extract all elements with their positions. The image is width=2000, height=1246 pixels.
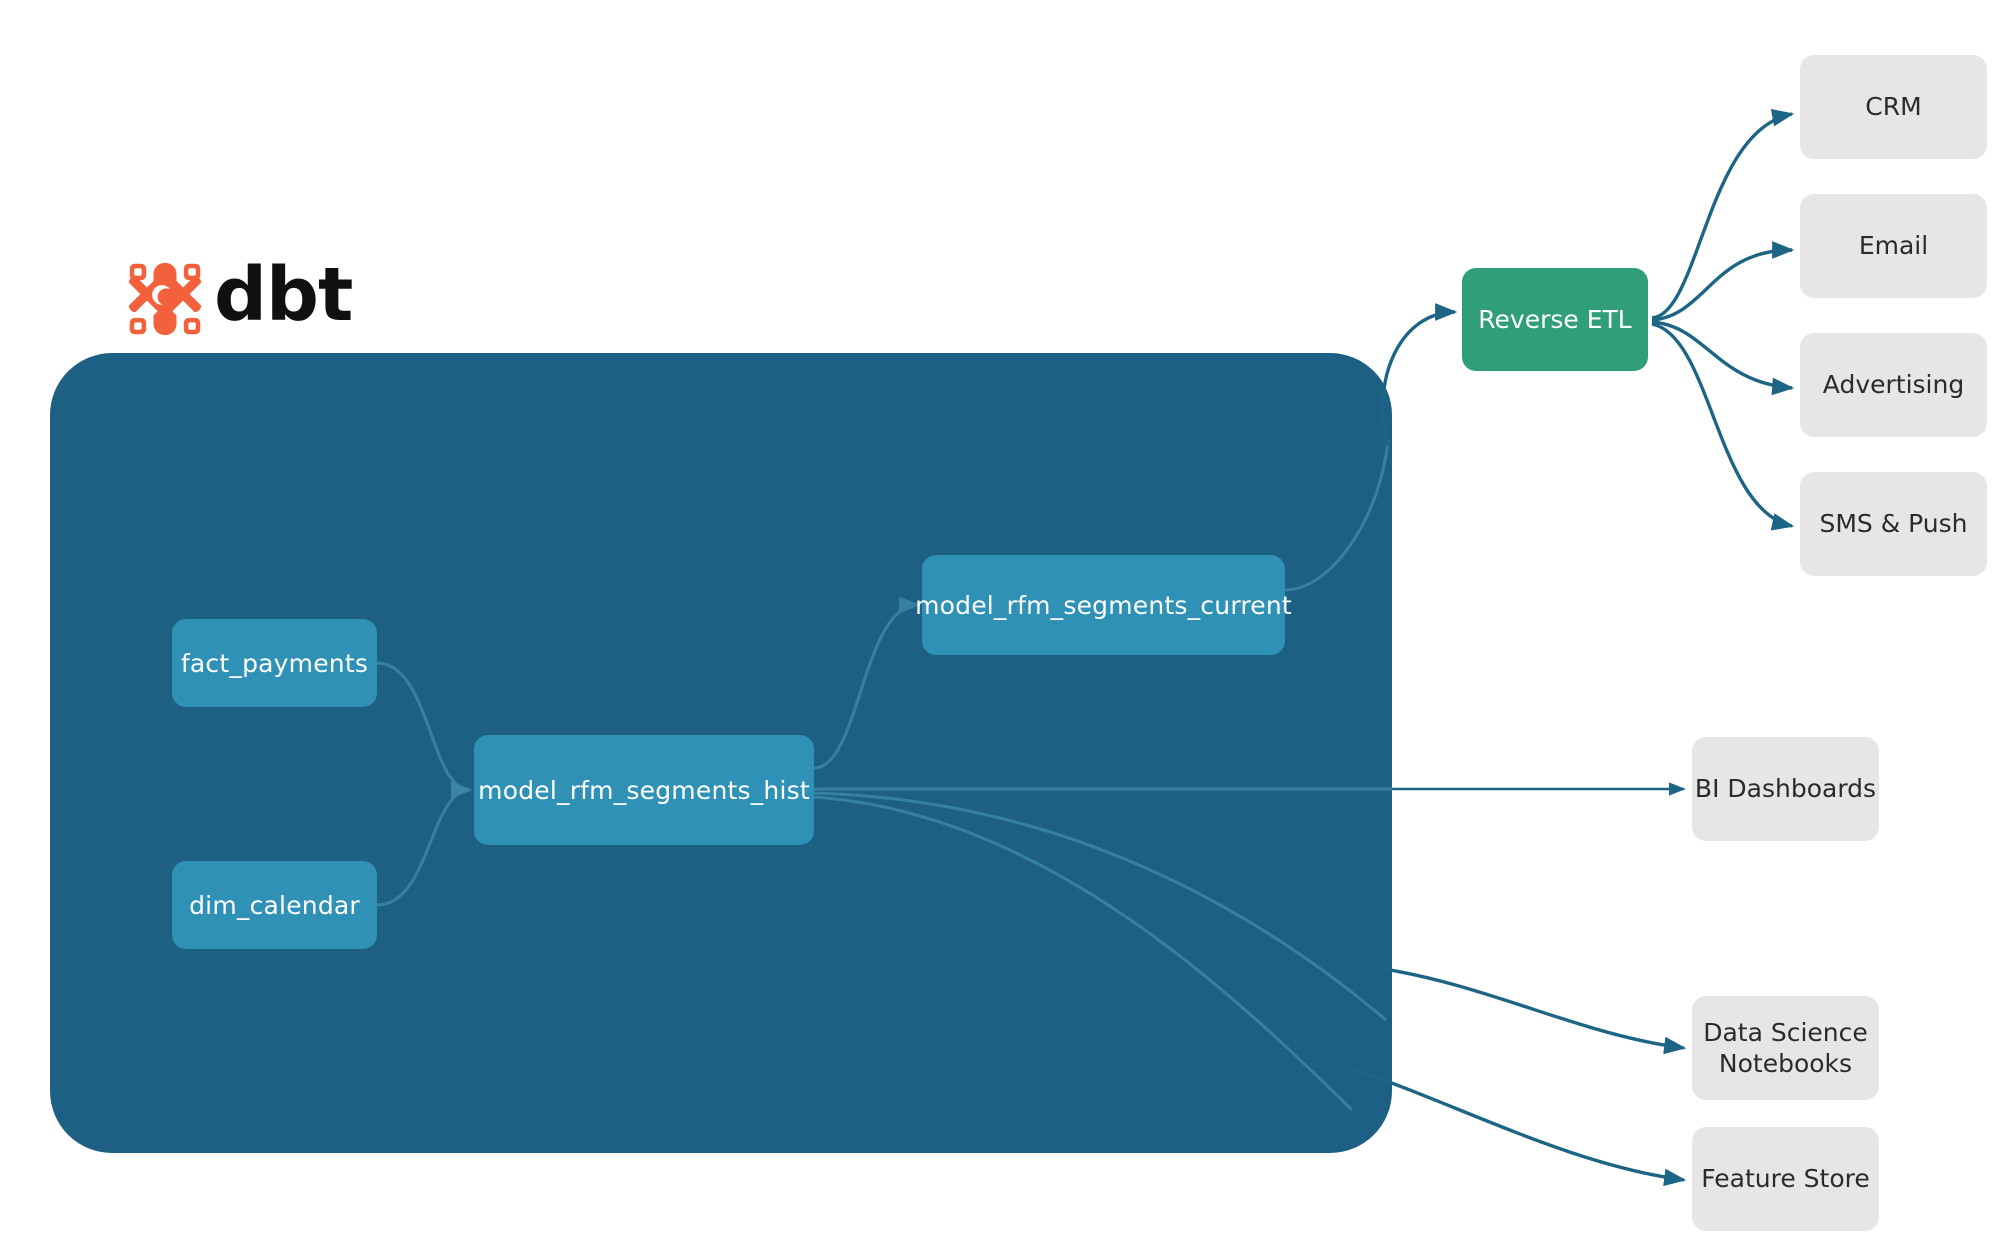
model-node-dim-calendar[interactable]: dim_calendar bbox=[172, 861, 377, 949]
destination-node-feature-store[interactable]: Feature Store bbox=[1692, 1127, 1879, 1231]
dbt-logo-icon bbox=[128, 262, 202, 336]
destination-node-crm[interactable]: CRM bbox=[1800, 55, 1987, 159]
edge-warehouse-to-ds bbox=[1377, 966, 1687, 1055]
dbt-wordmark: dbt bbox=[214, 252, 353, 338]
destination-label: Advertising bbox=[1822, 370, 1965, 400]
model-node-rfm-segments-current[interactable]: model_rfm_segments_current bbox=[915, 555, 1292, 655]
destination-label: Feature Store bbox=[1701, 1164, 1870, 1194]
destination-label: Email bbox=[1858, 231, 1929, 261]
destination-label: CRM bbox=[1865, 92, 1922, 122]
model-node-rfm-segments-hist[interactable]: model_rfm_segments_hist bbox=[474, 735, 814, 845]
destination-label-line2: Notebooks bbox=[1718, 1049, 1853, 1078]
model-node-label: model_rfm_segments_current bbox=[915, 590, 1292, 620]
edge-reverse-etl-to-email bbox=[1651, 241, 1795, 322]
dbt-logo: dbt bbox=[124, 252, 354, 342]
model-node-label: model_rfm_segments_hist bbox=[478, 775, 810, 805]
destination-node-data-science-notebooks[interactable]: Data Science Notebooks bbox=[1692, 996, 1879, 1100]
model-node-fact-payments[interactable]: fact_payments bbox=[172, 619, 377, 707]
destination-label-line1: Data Science bbox=[1703, 1017, 1868, 1047]
edge-reverse-etl-to-sms bbox=[1651, 322, 1795, 531]
destination-node-email[interactable]: Email bbox=[1800, 194, 1987, 298]
destination-label: SMS & Push bbox=[1819, 509, 1968, 539]
destination-node-advertising[interactable]: Advertising bbox=[1800, 333, 1987, 437]
destination-node-sms-push[interactable]: SMS & Push bbox=[1800, 472, 1987, 576]
edge-warehouse-to-reverse-etl bbox=[1381, 303, 1458, 447]
model-node-label: fact_payments bbox=[180, 648, 369, 678]
edge-reverse-etl-to-advertising bbox=[1651, 320, 1795, 396]
edge-warehouse-to-feature bbox=[1349, 1066, 1687, 1187]
model-node-label: dim_calendar bbox=[189, 890, 360, 920]
reverse-etl-label: Reverse ETL bbox=[1478, 305, 1632, 334]
destination-label: BI Dashboards bbox=[1694, 774, 1877, 804]
destination-label-wrap: Data Science Notebooks bbox=[1703, 1017, 1868, 1080]
edge-reverse-etl-to-crm bbox=[1651, 108, 1795, 320]
destination-node-bi-dashboards[interactable]: BI Dashboards bbox=[1692, 737, 1879, 841]
reverse-etl-node[interactable]: Reverse ETL bbox=[1462, 268, 1648, 371]
